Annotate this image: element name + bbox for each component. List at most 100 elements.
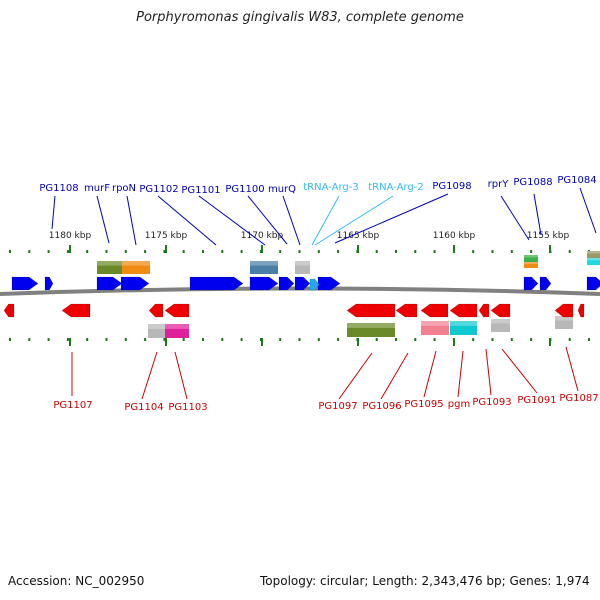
gene-label-bottom: PG1104: [124, 402, 163, 413]
gene-arrow: [96, 276, 123, 291]
callout-line: [501, 348, 538, 394]
reverse-strand-genes: [3, 303, 585, 318]
callout-line: [96, 195, 110, 244]
gene-arrow: [395, 303, 418, 318]
callout-line: [314, 195, 394, 246]
cog-box: [524, 262, 538, 268]
cog-box: [97, 261, 122, 274]
cog-box-highlight: [587, 258, 600, 261]
callout-line: [51, 195, 56, 230]
cog-box-highlight: [491, 319, 510, 324]
callout-line: [485, 348, 492, 396]
gene-label-bottom: PG1093: [472, 397, 511, 408]
gene-label-top: PG1084: [557, 175, 596, 186]
callout-line: [247, 195, 288, 245]
gene-arrow: [189, 276, 244, 291]
cog-box: [165, 324, 189, 338]
cog-box: [122, 261, 150, 274]
gene-arrow: [449, 303, 478, 318]
gene-arrow: [317, 276, 341, 291]
gene-arrow: [3, 303, 15, 318]
callout-line: [282, 195, 301, 246]
gene-arrow: [554, 303, 574, 318]
gene-arrow: [44, 276, 54, 291]
gene-arrow: [478, 303, 490, 318]
cog-box: [450, 321, 477, 335]
gene-label-top: PG1088: [513, 177, 552, 188]
scale-label: 1160 kbp: [433, 231, 476, 241]
cog-box-highlight: [450, 321, 477, 326]
callout-line: [565, 346, 579, 392]
callout-line: [126, 195, 137, 246]
cog-box-highlight: [97, 261, 122, 266]
gene-label-bottom: PG1103: [168, 402, 207, 413]
callout-line: [157, 195, 217, 246]
callout-line: [380, 352, 409, 400]
callout-line: [457, 350, 464, 398]
gene-label-top: murQ: [268, 184, 296, 195]
gene-label-bottom: pgm: [448, 399, 470, 410]
scale-label: 1165 kbp: [337, 231, 380, 241]
genome-summary-text: Topology: circular; Length: 2,343,476 bp…: [260, 574, 590, 588]
cog-box: [555, 316, 573, 329]
gene-arrow: [11, 276, 39, 291]
cog-box: [421, 321, 449, 335]
gene-label-top: PG1108: [39, 183, 78, 194]
gene-label-top: PG1102: [139, 184, 178, 195]
cog-box-highlight: [122, 261, 150, 266]
gene-arrow: [164, 303, 190, 318]
scale-label: 1175 kbp: [145, 231, 188, 241]
gene-arrow: [420, 303, 449, 318]
cog-box-highlight: [250, 261, 278, 266]
cog-box-highlight: [148, 324, 165, 329]
gene-arrow: [346, 303, 396, 318]
gene-label-bottom: PG1095: [404, 399, 443, 410]
gene-arrow: [539, 276, 552, 291]
gene-arrow: [523, 276, 539, 291]
gene-label-top: PG1101: [181, 185, 220, 196]
gene-label-top: murF: [84, 183, 110, 194]
cog-box-highlight: [524, 255, 538, 258]
gene-arrow: [577, 303, 585, 318]
scale-label: 1170 kbp: [241, 231, 284, 241]
callout-line: [338, 352, 373, 400]
forward-strand-genes: [11, 276, 600, 291]
scale-ticks-bottom: [9, 338, 590, 346]
cog-box-highlight: [587, 251, 600, 254]
gene-label-bottom: PG1087: [559, 393, 598, 404]
gene-label-top: tRNA-Arg-2: [368, 182, 423, 193]
cog-box: [587, 251, 600, 258]
gene-arrow: [490, 303, 511, 318]
scale-label: 1180 kbp: [49, 231, 92, 241]
accession-text: Accession: NC_002950: [8, 574, 145, 588]
callout-line: [423, 350, 437, 398]
cog-box-highlight: [524, 262, 538, 265]
gene-label-bottom: PG1107: [53, 400, 92, 411]
cog-box: [295, 261, 310, 274]
gene-label-bottom: PG1091: [517, 395, 556, 406]
cog-box-highlight: [421, 321, 449, 326]
callout-line: [533, 193, 542, 236]
gene-label-top: PG1100: [225, 184, 264, 195]
cog-box-highlight: [165, 324, 189, 329]
gene-arrow: [61, 303, 91, 318]
gene-arrow: [309, 278, 320, 291]
cog-box: [250, 261, 278, 274]
cog-category-boxes: [97, 251, 600, 338]
scale-ticks-top: [9, 245, 590, 253]
gene-label-top: tRNA-Arg-3: [303, 182, 358, 193]
gene-arrow: [120, 276, 150, 291]
label-callout-lines: [51, 187, 597, 400]
gene-arrow: [278, 276, 295, 291]
cog-box: [148, 324, 165, 338]
cog-box: [347, 323, 395, 337]
callout-line: [311, 195, 340, 246]
cog-box-highlight: [347, 323, 395, 328]
gene-label-bottom: PG1097: [318, 401, 357, 412]
gene-label-top: rprY: [488, 179, 510, 190]
gene-arrow: [586, 276, 600, 291]
cog-box-highlight: [555, 316, 573, 321]
